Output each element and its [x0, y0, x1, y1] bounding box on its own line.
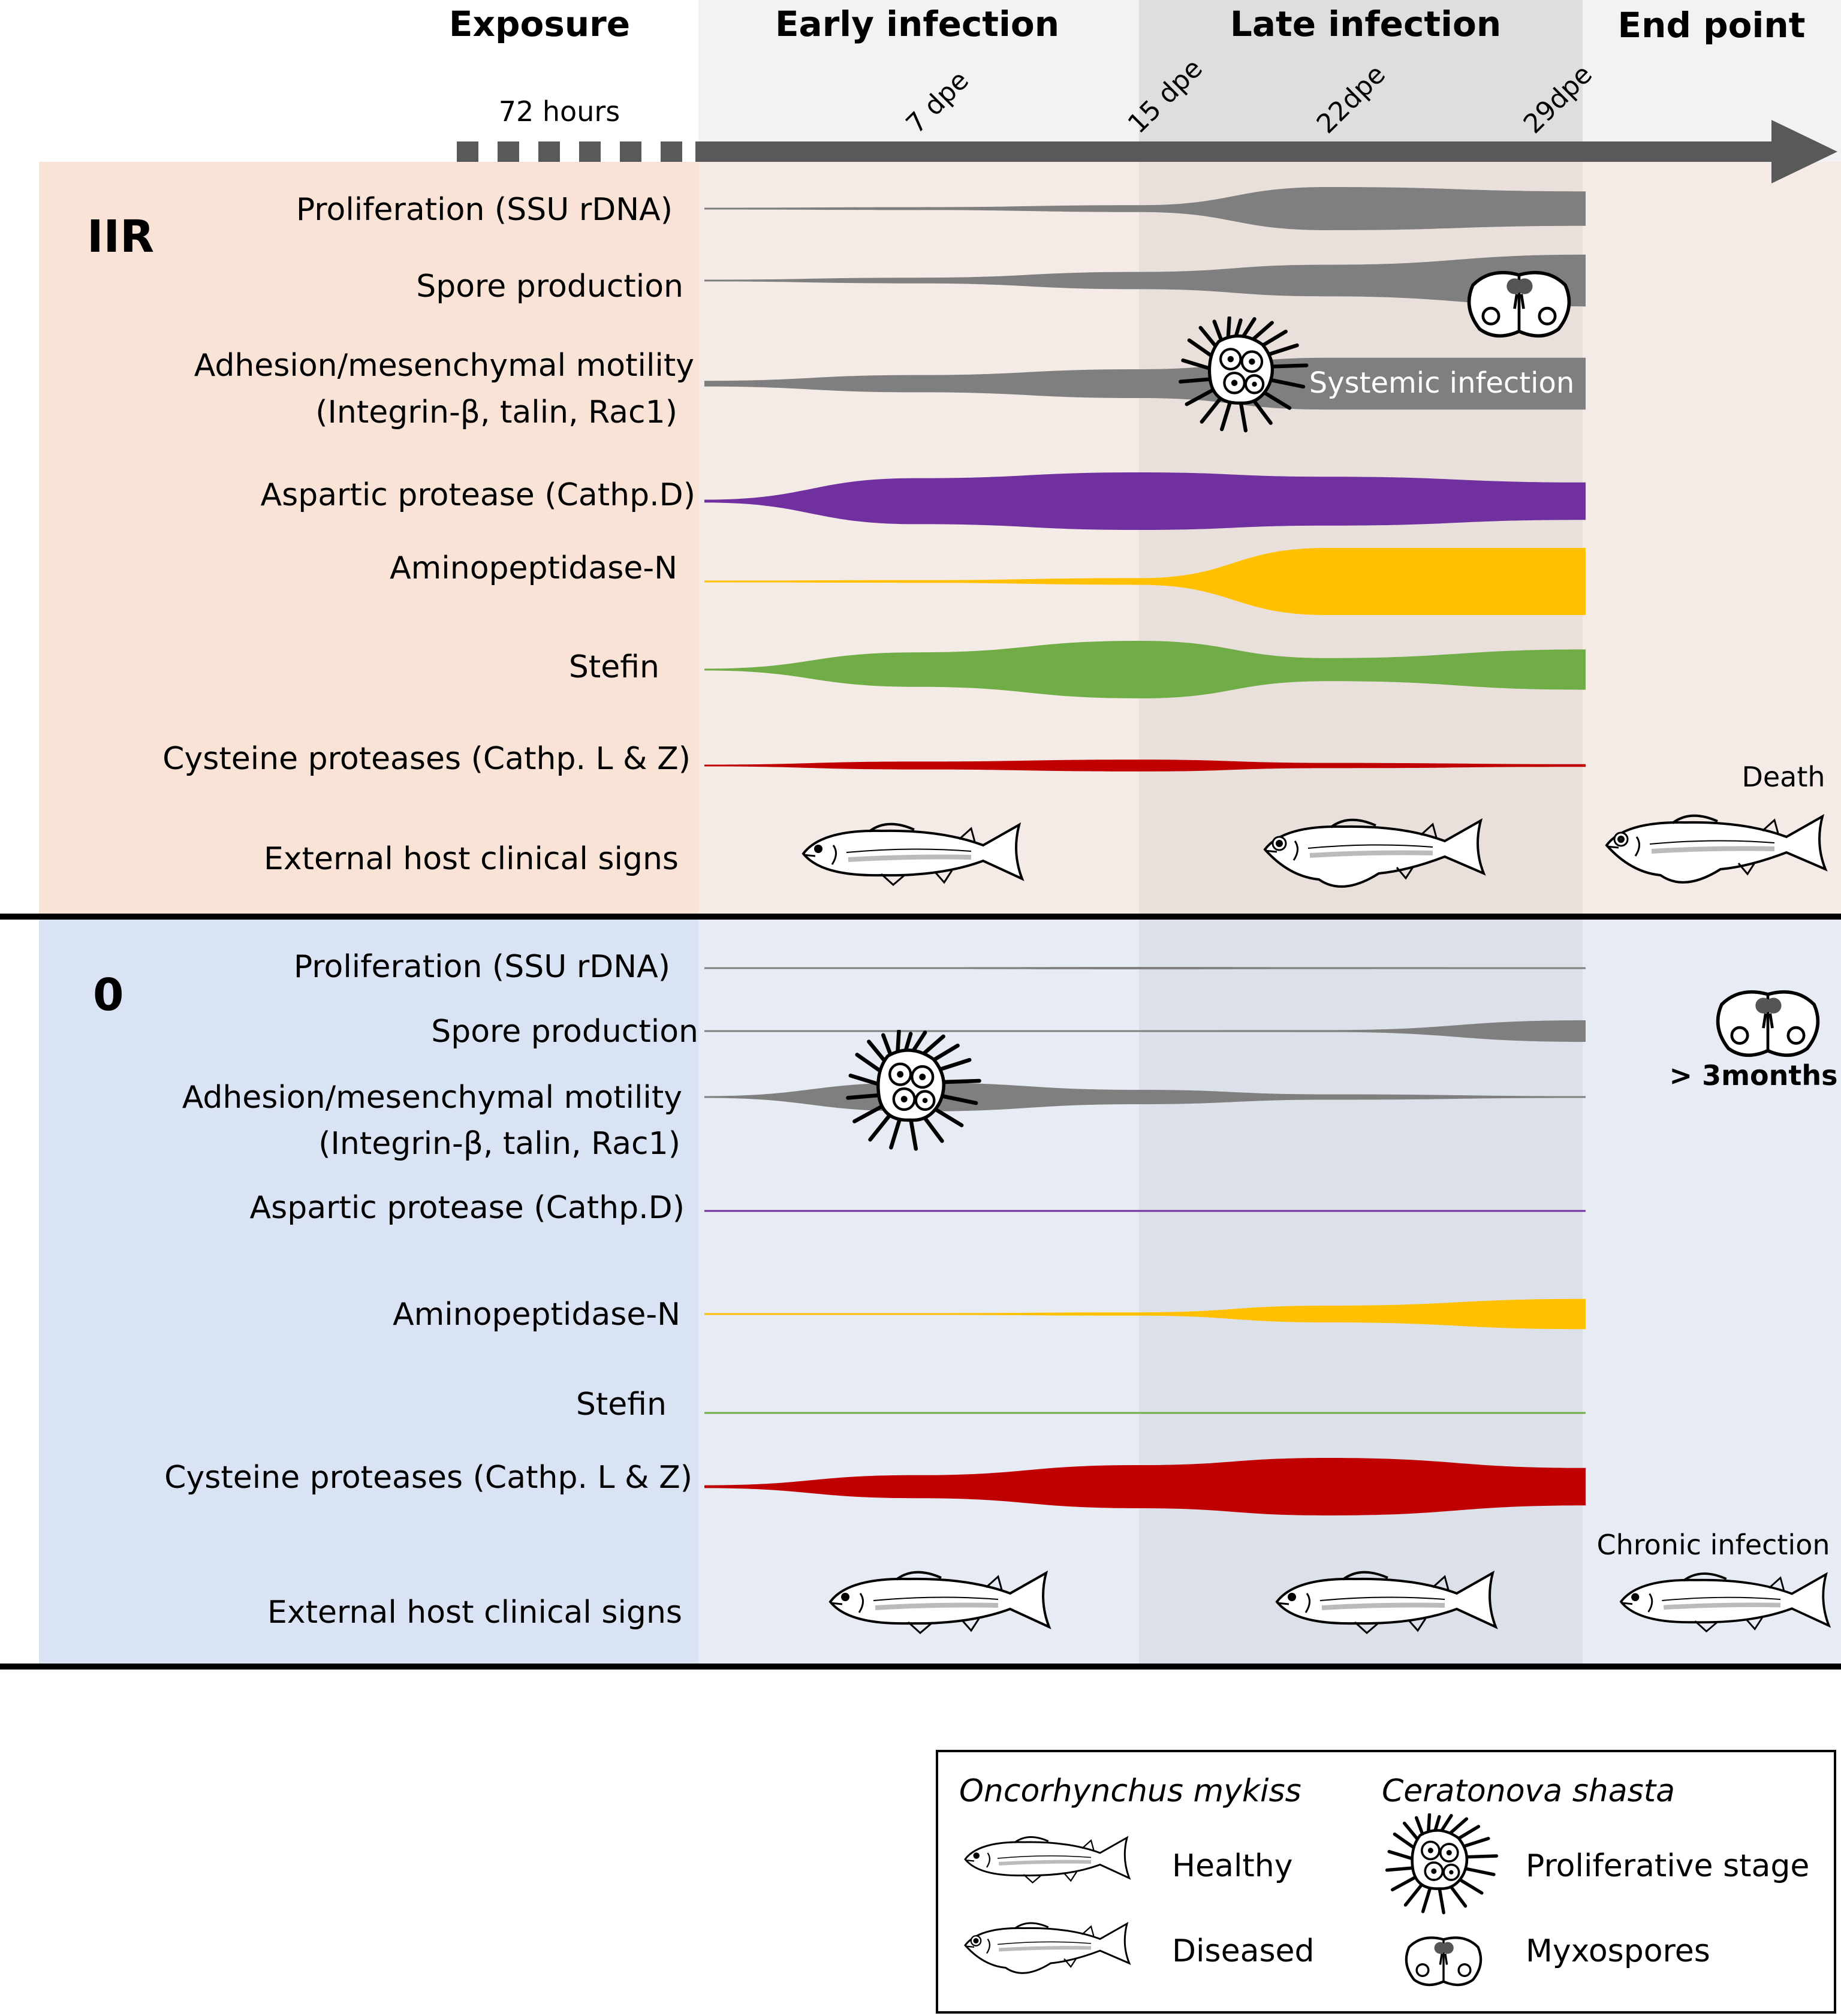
zero-row-label-spore-production: Spore production — [431, 1014, 698, 1050]
systemic-infection-label: Systemic infection — [1309, 366, 1575, 400]
legend-healthy-label: Healthy — [1172, 1848, 1293, 1884]
iir-aspartic-protease-profile — [704, 472, 1586, 530]
zero-row-label-clinical: External host clinical signs — [267, 1595, 682, 1631]
zero-aspartic-protease-profile — [704, 1210, 1586, 1212]
iir-myxospore-icon — [1469, 273, 1569, 336]
duration-label: > 3months — [1670, 1059, 1838, 1092]
iir-row-label-spore-production: Spore production — [416, 269, 683, 305]
legend-diseased-label: Diseased — [1172, 1933, 1315, 1969]
iir-row-label-clinical: External host clinical signs — [264, 841, 679, 877]
zero-stefin-profile — [704, 1412, 1586, 1414]
bottom-separator — [0, 1664, 1841, 1670]
iir-spore-production-profile — [704, 254, 1586, 307]
legend-parasite-title: Ceratonova shasta — [1382, 1773, 1675, 1809]
legend-host-title: Oncorhynchus mykiss — [959, 1773, 1301, 1809]
iir-row-label-aminopeptidase: Aminopeptidase-N — [390, 550, 677, 586]
zero-row-label-proliferation: Proliferation (SSU rDNA) — [294, 949, 670, 985]
iir-row-label-adhesion: Adhesion/mesenchymal motility — [194, 348, 694, 384]
iir-row-label-cysteine: Cysteine proteases (Cathp. L & Z) — [162, 741, 691, 777]
zero-row-label-stefin: Stefin — [576, 1387, 667, 1423]
legend-box — [936, 1750, 1836, 2014]
iir-row-label-aspartic: Aspartic protease (Cathp.D) — [261, 477, 695, 513]
expression-profiles — [704, 187, 1586, 1515]
panel-separator — [0, 914, 1841, 920]
zero-proliferation-profile — [704, 967, 1586, 969]
zero-cysteine-proteases-profile — [704, 1458, 1586, 1515]
zero-aminopeptidase-profile — [704, 1298, 1586, 1330]
iir-row-label-proliferation: Proliferation (SSU rDNA) — [296, 192, 673, 228]
zero-row-label-aspartic: Aspartic protease (Cathp.D) — [250, 1190, 685, 1226]
legend: Oncorhynchus mykiss Ceratonova shasta He… — [936, 1750, 1836, 2014]
zero-row-label-adhesion: Adhesion/mesenchymal motility — [182, 1080, 682, 1116]
timeline-axis — [457, 120, 1837, 183]
zero-panel-bg — [39, 917, 698, 1667]
zero-spore-production-profile — [704, 1020, 1586, 1042]
iir-adhesion-profile — [704, 357, 1586, 410]
exposure-duration: 72 hours — [499, 95, 620, 128]
zero-row-label-cysteine: Cysteine proteases (Cathp. L & Z) — [164, 1460, 692, 1496]
legend-myxospores-label: Myxospores — [1526, 1933, 1710, 1969]
chronic-infection-label: Chronic infection — [1596, 1529, 1830, 1561]
phase-early-infection: Early infection — [775, 4, 1059, 44]
phase-late-infection: Late infection — [1230, 4, 1501, 44]
panel-label-iir: IIR — [87, 211, 154, 263]
legend-proliferative-label: Proliferative stage — [1526, 1848, 1809, 1884]
iir-row-sublabel-adhesion: (Integrin-β, talin, Rac1) — [315, 394, 677, 430]
iir-aminopeptidase-profile — [704, 548, 1586, 615]
zero-myxospore-icon — [1718, 992, 1818, 1056]
zero-row-label-aminopeptidase: Aminopeptidase-N — [393, 1297, 680, 1333]
zero-panel-overlay — [698, 917, 1841, 1667]
phase-exposure: Exposure — [449, 4, 630, 44]
zero-row-sublabel-adhesion: (Integrin-β, talin, Rac1) — [318, 1126, 680, 1162]
panel-label-zero: 0 — [93, 969, 124, 1021]
iir-row-label-stefin: Stefin — [569, 649, 659, 685]
legend-myxospore-icon — [1406, 1937, 1481, 1985]
iir-cysteine-proteases-profile — [704, 760, 1586, 772]
iir-proliferation-profile — [704, 187, 1586, 230]
iir-panel-bg — [39, 162, 698, 916]
death-label: Death — [1741, 761, 1825, 793]
iir-stefin-profile — [704, 641, 1586, 698]
phase-end-point: End point — [1618, 5, 1806, 46]
